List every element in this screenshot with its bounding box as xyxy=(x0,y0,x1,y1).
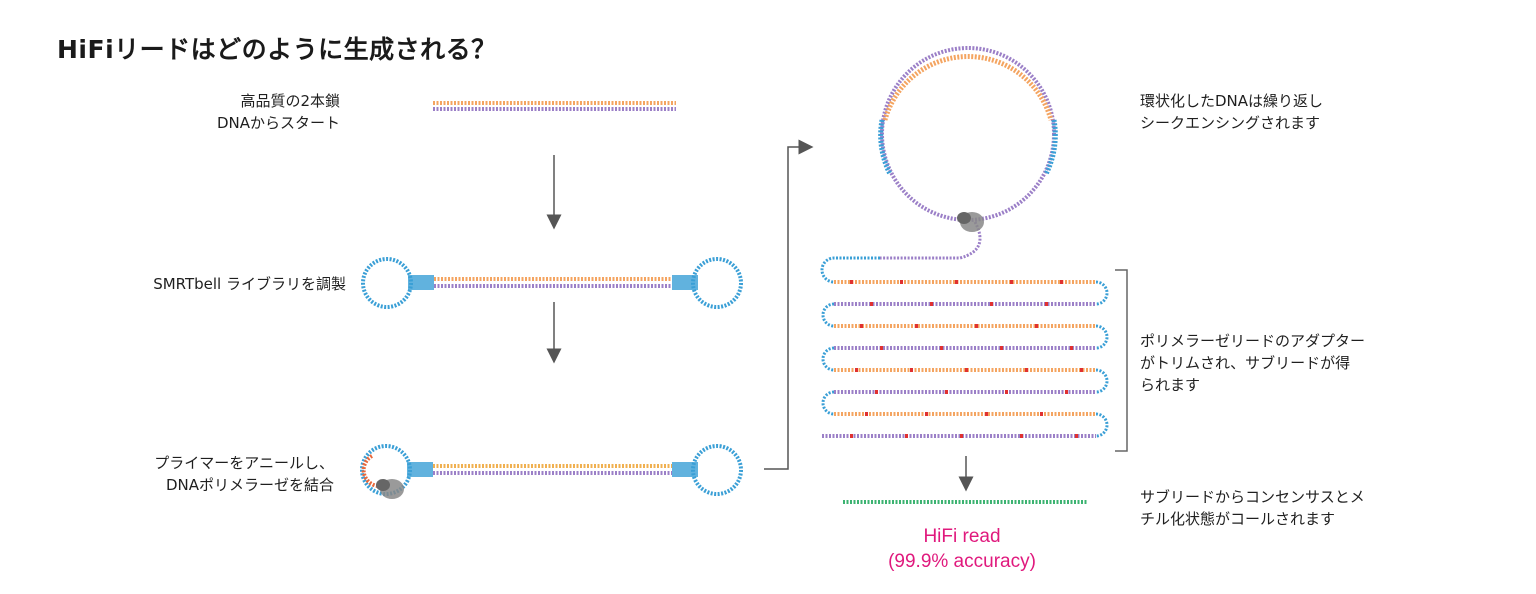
step-primer-line1: プライマーをアニールし、 xyxy=(154,454,334,472)
step-circular-line2: シークエンシングされます xyxy=(1140,114,1321,132)
hifi-read-line2: (99.9% accuracy) xyxy=(888,551,1036,572)
step-adapter-line2: がトリムされ、サブリードが得 xyxy=(1140,354,1351,372)
step-start-line1: 高品質の2本鎖 xyxy=(240,92,340,110)
polymerase-icon xyxy=(376,479,404,499)
smrtbell-molecule xyxy=(361,257,743,309)
polymerase-circle-icon xyxy=(957,212,984,232)
step-smrtbell-label: SMRTbell ライブラリを調製 xyxy=(153,275,346,293)
primed-smrtbell xyxy=(360,444,743,496)
step-start-line2: DNAからスタート xyxy=(216,114,340,132)
step-adapter-line3: られます xyxy=(1140,376,1201,394)
arrow-to-circle xyxy=(764,139,814,470)
subreads-bracket xyxy=(1115,269,1128,452)
hifi-read-line1: HiFi read xyxy=(923,526,1001,547)
step-consensus-line1: サブリードからコンセンサスとメ xyxy=(1140,488,1365,506)
step-circular-line1: 環状化したDNAは繰り返し xyxy=(1140,92,1324,110)
hifi-read-label: HiFi read (99.9% accuracy) xyxy=(862,524,1062,574)
step-adapter-line1: ポリメラーゼリードのアダプター xyxy=(1140,332,1366,350)
step-start-label: 高品質の2本鎖 DNAからスタート xyxy=(150,90,340,134)
page-title: HiFiリードはどのように生成される？ xyxy=(57,35,497,64)
step-primer-line2: DNAポリメラーゼを結合 xyxy=(165,476,334,494)
step-circular-label: 環状化したDNAは繰り返し シークエンシングされます xyxy=(1140,90,1400,134)
step-consensus-line2: チル化状態がコールされます xyxy=(1140,510,1336,528)
polymerase-read xyxy=(820,256,1109,438)
dsdna-linear xyxy=(433,101,676,111)
step-primer-label: プライマーをアニールし、 DNAポリメラーゼを結合 xyxy=(130,452,334,496)
step-adapter-label: ポリメラーゼリードのアダプター がトリムされ、サブリードが得 られます xyxy=(1140,330,1400,396)
step-consensus-label: サブリードからコンセンサスとメ チル化状態がコールされます xyxy=(1140,486,1400,530)
